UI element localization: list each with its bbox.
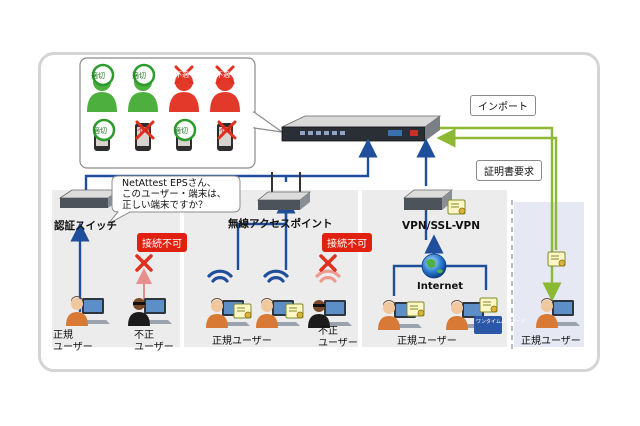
no-connect-badge: 接続不可	[137, 233, 187, 252]
bubble-text-2: このユーザー・端末は、	[122, 189, 227, 200]
ng-text: 不適	[216, 71, 230, 79]
ok-text: 適切	[174, 127, 188, 135]
vpn-appliance-icon	[402, 189, 454, 210]
wireless-ap-label: 無線アクセスポイント	[228, 218, 333, 230]
illegit-label: 不正	[318, 326, 338, 337]
user-label: ユーザー	[134, 342, 174, 353]
globe-icon	[421, 253, 447, 279]
ng-mark-icon	[174, 65, 235, 85]
user-label: ユーザー	[318, 338, 358, 349]
otp-card-text: ワンタイムパスワード	[476, 319, 526, 325]
legit-user-label: 正規ユーザー	[397, 336, 457, 347]
ok-text: 適切	[93, 127, 107, 135]
user-label: ユーザー	[53, 342, 93, 353]
illegit-label: 不正	[134, 330, 154, 341]
router-icon	[256, 172, 312, 210]
legit-label: 正規	[53, 330, 73, 341]
auth-switch-label: 認証スイッチ	[54, 220, 117, 232]
ng-text: 不適	[175, 71, 189, 79]
server-appliance-icon	[281, 115, 442, 142]
ng-text: 不適	[137, 126, 151, 134]
cross-icon	[135, 254, 337, 272]
ok-text: 適切	[91, 72, 105, 80]
bubble-text-3: 正しい端末ですか？	[122, 200, 208, 211]
cert-request-label: 証明書要求	[476, 160, 542, 181]
ok-mark-icon	[91, 63, 115, 87]
legit-user-label: 正規ユーザー	[212, 336, 272, 347]
legit-user-label: 正規ユーザー	[521, 336, 581, 347]
no-connect-badge: 接続不可	[322, 233, 372, 252]
vpn-label: VPN/SSL-VPN	[402, 220, 480, 232]
internet-label: Internet	[417, 281, 464, 292]
otp-card-icon	[474, 316, 502, 334]
ng-text: 不適	[219, 126, 233, 134]
ok-mark-icon	[132, 63, 156, 87]
bubble-text-1: NetAttest EPSさん、	[122, 178, 217, 189]
import-label: インポート	[470, 95, 536, 116]
ok-text: 適切	[132, 72, 146, 80]
